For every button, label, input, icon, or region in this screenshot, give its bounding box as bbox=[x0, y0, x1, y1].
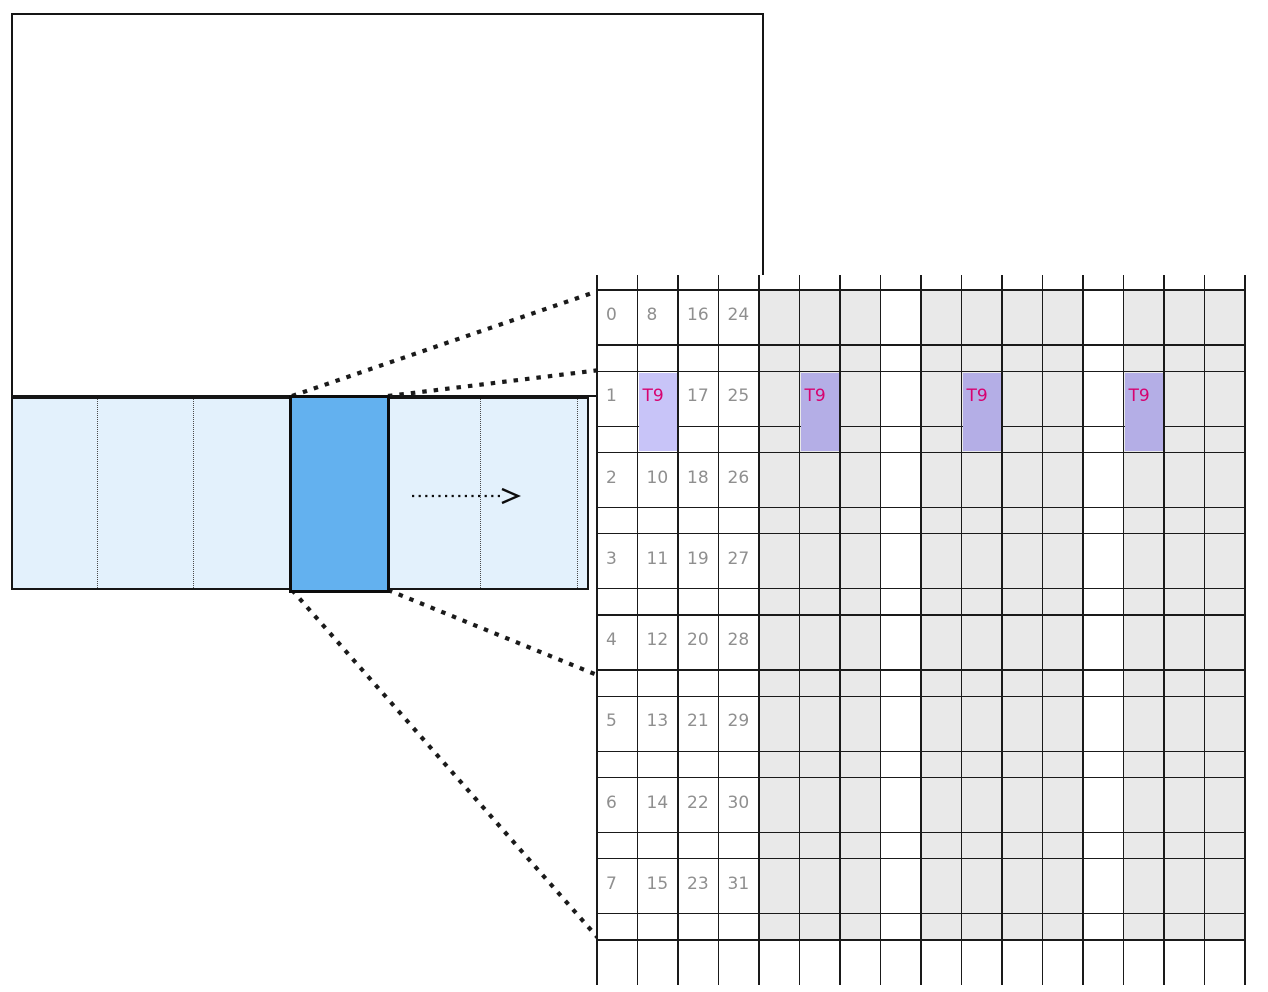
grid-cell-number: 22 bbox=[687, 792, 709, 813]
grid-cell-number: 0 bbox=[606, 305, 617, 325]
grid-cell-number: 21 bbox=[687, 711, 709, 732]
grid-vline bbox=[636, 275, 639, 985]
grid-cell-number: 7 bbox=[606, 873, 617, 894]
grid-vline bbox=[1244, 275, 1246, 985]
grid-vline bbox=[798, 275, 801, 985]
grid-vline bbox=[879, 275, 882, 985]
thread-label: T9 bbox=[966, 386, 988, 407]
grid-hline bbox=[597, 750, 1245, 752]
grid-cell-number: 2 bbox=[606, 467, 617, 488]
grid-hline bbox=[597, 425, 1245, 427]
thread-mark bbox=[1124, 372, 1163, 452]
grid-vline bbox=[1001, 275, 1003, 985]
grid-cell-number: 31 bbox=[727, 873, 750, 894]
grid-cell-number: 5 bbox=[606, 711, 617, 732]
grid-vline bbox=[1122, 275, 1125, 985]
grid-cell-number: 8 bbox=[646, 305, 658, 325]
grid-hline bbox=[597, 776, 1245, 779]
grid-cell-number: 12 bbox=[646, 630, 669, 650]
band-divider-dotted bbox=[576, 399, 578, 588]
grid-cell-number: 10 bbox=[646, 467, 669, 488]
zoom-connector-line bbox=[290, 588, 600, 940]
band-divider-dotted bbox=[192, 399, 194, 588]
grid-hline bbox=[597, 344, 1245, 346]
grid-vline bbox=[920, 275, 922, 985]
grid-border-top bbox=[597, 288, 1245, 292]
grid-hline bbox=[597, 858, 1245, 860]
thread-label: T9 bbox=[804, 386, 826, 407]
grid-border-bottom bbox=[597, 938, 1245, 942]
grid-cell-number: 29 bbox=[727, 711, 750, 732]
grid-cell-number: 1 bbox=[606, 386, 617, 407]
grid-cell-number: 18 bbox=[687, 467, 709, 488]
grid-hline bbox=[597, 614, 1245, 616]
arrow-head bbox=[501, 487, 521, 505]
thread-label: T9 bbox=[642, 386, 664, 407]
active-tile bbox=[289, 395, 390, 593]
grid-hline bbox=[597, 506, 1245, 509]
grid-cell-number: 19 bbox=[687, 548, 709, 569]
grid-cell-number: 20 bbox=[687, 630, 709, 650]
grid-cell-number: 6 bbox=[606, 792, 617, 813]
grid-vline bbox=[839, 275, 841, 985]
slide-right-arrow-icon bbox=[412, 487, 521, 505]
thread-mark bbox=[962, 372, 1001, 452]
grid-cell-number: 26 bbox=[727, 467, 750, 488]
grid-hline bbox=[597, 533, 1245, 535]
grid-cell-number: 14 bbox=[646, 792, 669, 813]
grid-hline bbox=[597, 831, 1245, 834]
grid-hline bbox=[597, 913, 1245, 915]
zoom-connector-line bbox=[291, 289, 599, 398]
grid-cell-number: 11 bbox=[646, 548, 669, 569]
grid-hline bbox=[597, 588, 1245, 590]
grid-cell-number: 16 bbox=[687, 305, 709, 325]
grid-vline bbox=[1041, 275, 1044, 985]
grid-vline bbox=[960, 275, 963, 985]
grid-cell-number: 23 bbox=[687, 873, 709, 894]
grid-vline bbox=[717, 275, 720, 985]
band-divider-dotted bbox=[479, 399, 481, 588]
grid-cell-number: 4 bbox=[606, 630, 617, 650]
grid-vline bbox=[1203, 275, 1206, 985]
grid-vline bbox=[1082, 275, 1084, 985]
grid-cell-number: 27 bbox=[727, 548, 750, 569]
grid-cell-number: 25 bbox=[727, 386, 750, 407]
grid-cell-number: 17 bbox=[687, 386, 709, 407]
grid-cell-number: 24 bbox=[727, 305, 750, 325]
thread-mark bbox=[638, 372, 677, 452]
grid-hline bbox=[597, 695, 1245, 697]
grid-vline bbox=[596, 275, 598, 985]
grid-cell-number: 3 bbox=[606, 548, 617, 569]
grid-hline bbox=[597, 370, 1245, 372]
grid-vline bbox=[1163, 275, 1165, 985]
grid-hline bbox=[597, 669, 1245, 671]
grid-vline bbox=[758, 275, 760, 985]
grid-cell-number: 13 bbox=[646, 711, 669, 732]
grid-hline bbox=[597, 451, 1245, 454]
thread-label: T9 bbox=[1128, 386, 1150, 407]
grid-cell-number: 15 bbox=[646, 873, 669, 894]
thread-mark bbox=[800, 372, 839, 452]
grid-cell-number: 30 bbox=[727, 792, 750, 813]
grid-cell-number: 28 bbox=[727, 630, 750, 650]
grid-vline bbox=[677, 275, 679, 985]
band-divider-dotted bbox=[96, 399, 98, 588]
